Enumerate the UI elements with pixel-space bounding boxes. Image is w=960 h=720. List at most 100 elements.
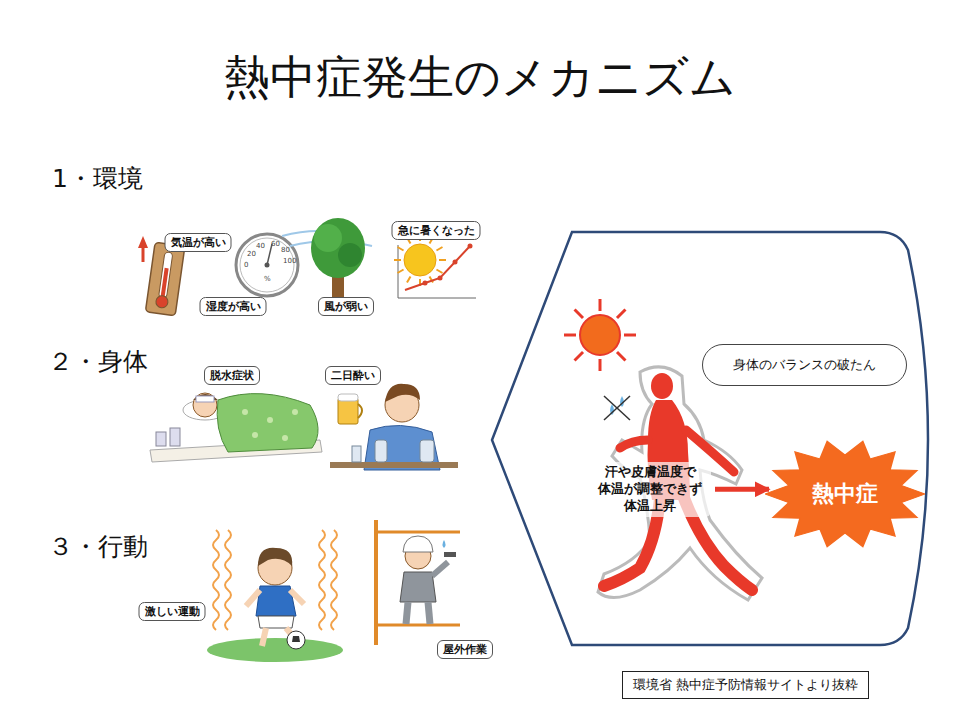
exercising-child-icon [290, 590, 304, 604]
outdoor-worker-icon [443, 540, 446, 548]
gauge-unit: % [264, 276, 271, 283]
sun-ray [407, 276, 411, 282]
sun-ray [575, 310, 583, 318]
node-text: 激しい運動 [145, 605, 200, 618]
sun-ray [436, 270, 442, 274]
diagram-title: 熱中症発生のメカニズム [0, 50, 960, 105]
callout-bubble: 脱水症状 [204, 366, 260, 385]
hungover-person-icon [385, 384, 420, 402]
dehydrated-person-icon [267, 417, 273, 423]
sun-ray [599, 299, 602, 311]
dehydrated-person-icon [282, 435, 288, 441]
rising-temperature-icon [468, 244, 473, 249]
sun-ray [617, 352, 625, 360]
sun-ray [436, 247, 442, 251]
thermometer-icon [155, 295, 169, 309]
hygrometer-icon [240, 238, 294, 292]
node-text: 二日酔い [331, 369, 375, 382]
exercising-child-icon [258, 548, 292, 566]
hungover-person-icon [330, 384, 458, 470]
exercising-child-icon [207, 530, 343, 662]
rising-temperature-icon [423, 281, 428, 286]
source-box: 環境省 熱中症予防情報サイトより抜粋 [622, 671, 869, 699]
section-heading: ３・行動 [48, 532, 148, 562]
runner-figure [604, 396, 630, 420]
node-text: 身体のバランスの破たん [733, 356, 876, 374]
dehydrated-person-icon [217, 394, 318, 452]
exercising-child-icon [213, 530, 337, 630]
dehydrated-person-icon [242, 409, 248, 415]
sun-ray [394, 259, 401, 261]
rising-temperature-icon [438, 276, 443, 281]
dehydrated-person-icon [292, 409, 298, 415]
outdoor-worker-icon [432, 562, 448, 576]
gauge-number: 60 [271, 241, 280, 248]
callout-bubble: 急に暑くなった [392, 221, 481, 240]
outdoor-worker-icon [376, 531, 460, 534]
callout-bubble: 激しい運動 [139, 602, 206, 621]
sun-ray [575, 352, 583, 360]
section-heading: ２・身体 [48, 347, 148, 377]
sun-ray [439, 259, 446, 261]
hungover-person-icon [358, 404, 362, 418]
rising-temperature-icon [404, 244, 436, 276]
sun-icon [564, 299, 636, 371]
exercising-child-icon [207, 638, 343, 662]
dehydrated-person-icon [242, 409, 298, 441]
hungover-person-icon [352, 446, 361, 462]
dehydrated-person-icon [252, 432, 258, 438]
runner-figure [604, 396, 630, 420]
rising-temperature-icon [453, 260, 458, 265]
tree-icon [311, 218, 365, 278]
sun-ray [564, 334, 576, 337]
rising-temperature-icon [394, 234, 446, 286]
callout-bubble: 二日酔い [325, 366, 381, 385]
hungover-person-icon [338, 398, 358, 424]
dehydrated-person-icon [156, 432, 166, 446]
thermometer-icon [145, 242, 184, 315]
flow-arrow [715, 487, 769, 492]
node-text: 環境省 熱中症予防情報サイトより抜粋 [633, 677, 858, 692]
runner-figure [598, 367, 762, 600]
thermometer-icon [142, 246, 145, 262]
heat-wave [331, 530, 337, 630]
exercising-child-icon [292, 636, 300, 642]
dehydrated-person-icon [193, 393, 217, 417]
tree-icon [282, 218, 372, 298]
thermometer-icon [161, 268, 169, 298]
node-text: 脱水症状 [210, 369, 254, 382]
outdoor-worker-icon [403, 536, 433, 552]
status-pill: 身体のバランスの破たん [702, 344, 907, 386]
outdoor-worker-icon [400, 572, 436, 602]
explanation-text-box: 汗や皮膚温度で 体温が調整できず 体温上昇 [589, 462, 711, 517]
tree-icon [314, 224, 342, 252]
outdoor-worker-icon [376, 520, 460, 645]
outdoor-worker-icon [406, 602, 408, 624]
node-text: 風が弱い [324, 300, 368, 313]
panel-outline [492, 232, 928, 645]
exercising-child-icon [262, 628, 266, 646]
exercising-child-icon [287, 631, 305, 649]
section-heading: 1・環境 [52, 164, 143, 194]
sun-ray [599, 359, 602, 371]
sun-icon [564, 299, 636, 371]
outdoor-worker-icon [428, 602, 430, 624]
sun-ray [617, 310, 625, 318]
runner-figure [620, 440, 648, 448]
callout-bubble: 風が弱い [318, 297, 374, 316]
hungover-person-icon [375, 440, 387, 462]
rising-temperature-icon [398, 298, 476, 299]
hygrometer-icon [236, 234, 298, 296]
tree-icon [338, 243, 362, 267]
exercising-child-icon [258, 616, 294, 628]
sun-icon [580, 315, 620, 355]
rising-temperature-icon [405, 246, 470, 290]
node-text: 気温が高い [171, 236, 226, 249]
gauge-number: 20 [247, 251, 256, 258]
gauge-number: 80 [281, 247, 290, 254]
hungover-person-icon [420, 440, 434, 462]
heat-wave [319, 530, 325, 630]
dehydrated-person-icon [196, 396, 214, 402]
heat-wave [213, 530, 219, 630]
